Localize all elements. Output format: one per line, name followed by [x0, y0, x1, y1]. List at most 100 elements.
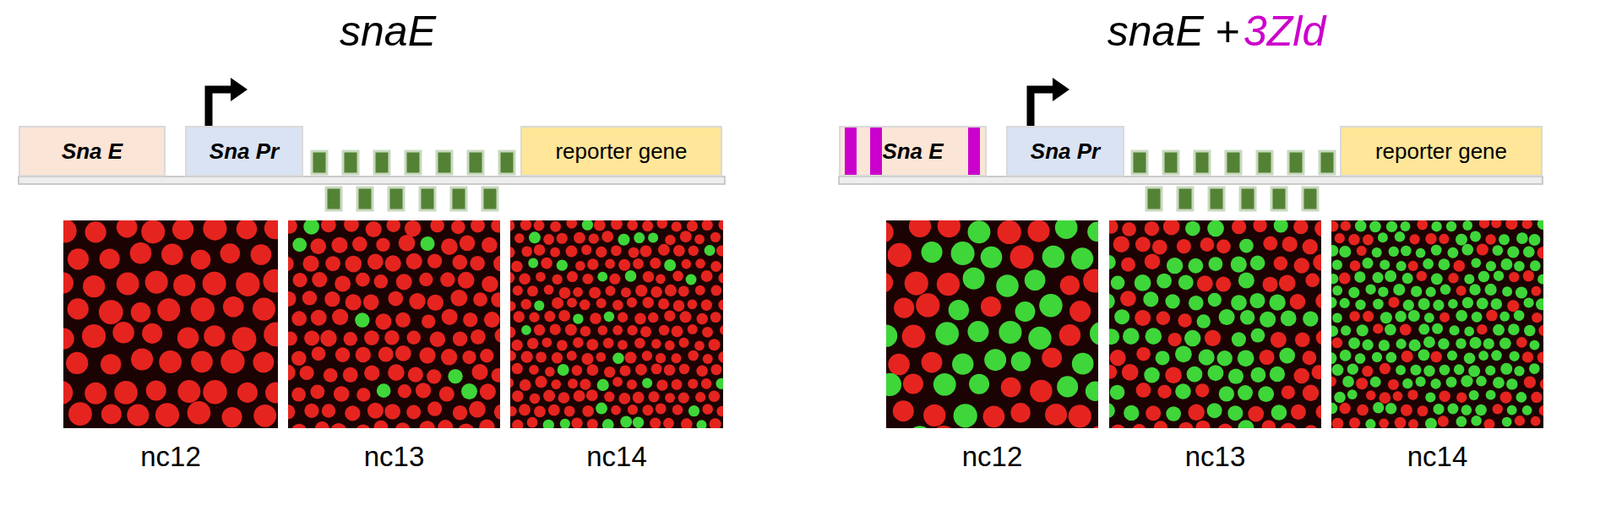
- nucleus: [656, 379, 668, 391]
- nucleus: [679, 337, 690, 349]
- nucleus: [696, 313, 708, 326]
- nucleus: [632, 258, 644, 270]
- nucleus: [1041, 348, 1062, 369]
- nucleus: [68, 402, 93, 426]
- nucleus: [1315, 404, 1322, 420]
- nucleus: [571, 364, 583, 376]
- construct-1: [838, 77, 1543, 211]
- active-nucleus: [420, 236, 436, 251]
- nucleus: [521, 351, 534, 364]
- active-nucleus: [1361, 257, 1373, 269]
- nucleus: [427, 253, 442, 268]
- nucleus: [157, 298, 180, 322]
- image-ground: [63, 220, 278, 429]
- nucleus: [1476, 243, 1489, 256]
- nucleus: [345, 293, 362, 311]
- nucleus: [598, 325, 609, 336]
- active-nucleus: [952, 353, 974, 375]
- active-nucleus: [1370, 376, 1382, 388]
- nucleus: [587, 364, 599, 376]
- active-nucleus: [1461, 244, 1474, 256]
- nucleus: [1168, 332, 1182, 347]
- active-nucleus: [1371, 247, 1383, 258]
- active-nucleus: [1403, 299, 1415, 311]
- nucleus: [540, 257, 553, 270]
- nucleus: [334, 276, 351, 293]
- nucleus: [1508, 272, 1519, 283]
- nucleus: [658, 244, 670, 256]
- nucleus: [1262, 277, 1278, 293]
- nucleus: [520, 220, 532, 231]
- active-nucleus: [1483, 337, 1495, 349]
- nucleus: [1082, 268, 1099, 293]
- nucleus: [647, 312, 659, 324]
- nucleus: [481, 276, 498, 293]
- nucleus: [1387, 379, 1399, 391]
- nucleus: [695, 285, 706, 296]
- construct-box: Sna E: [838, 125, 987, 177]
- active-nucleus: [1491, 298, 1503, 311]
- active-nucleus: [1219, 386, 1235, 402]
- active-nucleus: [1385, 402, 1397, 414]
- nucleus: [604, 366, 615, 378]
- nucleus: [288, 255, 294, 272]
- nucleus: [701, 378, 713, 390]
- ms2-loop: [1240, 187, 1256, 211]
- nucleus: [642, 220, 654, 232]
- active-nucleus: [1447, 247, 1459, 259]
- nucleus: [718, 299, 724, 311]
- ms2-loop: [1177, 187, 1193, 211]
- nucleus: [1349, 417, 1361, 429]
- nucleus: [655, 273, 666, 284]
- nucleus: [1010, 244, 1035, 269]
- nucleus: [1314, 220, 1322, 237]
- active-nucleus: [1184, 330, 1201, 347]
- active-nucleus: [1071, 247, 1094, 270]
- active-nucleus: [292, 237, 307, 252]
- active-nucleus: [967, 321, 989, 343]
- nucleus: [429, 220, 445, 233]
- nucleus: [331, 237, 348, 254]
- embryo-panel: nc12: [886, 220, 1099, 471]
- active-nucleus: [1424, 312, 1435, 323]
- active-nucleus: [1332, 260, 1343, 271]
- active-nucleus: [1089, 321, 1099, 346]
- nucleus: [63, 272, 74, 294]
- nucleus: [573, 390, 586, 403]
- nucleus: [572, 337, 584, 349]
- nucleus: [610, 220, 623, 230]
- nucleus: [1316, 330, 1322, 345]
- nucleus: [1113, 235, 1130, 252]
- nucleus: [572, 287, 583, 298]
- nucleus: [566, 297, 577, 308]
- nucleus: [1121, 364, 1139, 381]
- active-nucleus: [617, 234, 630, 246]
- nucleus: [663, 364, 675, 376]
- nucleus: [1522, 351, 1534, 363]
- active-nucleus: [1015, 301, 1036, 322]
- nucleus: [363, 294, 380, 311]
- nucleus: [1400, 404, 1413, 417]
- nucleus: [558, 391, 571, 404]
- active-nucleus: [572, 313, 583, 324]
- active-nucleus: [1339, 298, 1350, 309]
- nucleus: [886, 272, 893, 293]
- active-nucleus: [1109, 402, 1116, 419]
- nucleus: [471, 364, 488, 381]
- embryo-panel: nc14: [510, 220, 724, 471]
- active-nucleus: [595, 402, 608, 415]
- nucleus: [82, 275, 105, 298]
- element-label: Sna Pr: [209, 140, 279, 163]
- active-nucleus: [1470, 415, 1481, 426]
- nucleus: [543, 234, 555, 245]
- active-nucleus: [642, 378, 653, 389]
- nucleus: [686, 220, 698, 232]
- nucleus: [632, 391, 645, 404]
- nucleus: [510, 220, 515, 232]
- nucleus: [1195, 420, 1210, 429]
- nucleus: [663, 310, 675, 322]
- active-nucleus: [1237, 349, 1255, 367]
- nucleus: [1217, 424, 1233, 429]
- nucleus: [374, 274, 389, 289]
- active-nucleus: [1278, 348, 1296, 365]
